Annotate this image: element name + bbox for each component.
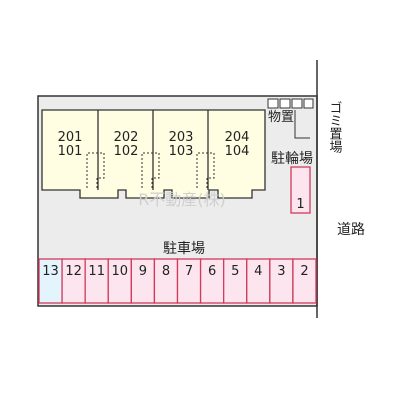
garbage-enclosure <box>294 110 310 139</box>
unit-upper-number: 203 <box>169 130 194 145</box>
unit-upper-number: 201 <box>58 130 83 145</box>
unit-upper-number: 204 <box>225 130 250 145</box>
unit-lower-number: 102 <box>114 144 139 159</box>
unit-lower-number: 101 <box>58 144 83 159</box>
parking-space-11-number: 11 <box>88 264 105 279</box>
unit-upper-number: 202 <box>114 130 139 145</box>
storage-box <box>279 98 291 109</box>
unit-lower-number: 104 <box>225 144 250 159</box>
parking-space-6-number: 6 <box>208 264 216 279</box>
parking-space-4-number: 4 <box>254 264 262 279</box>
stair-outline <box>86 152 105 188</box>
stair-outline <box>196 152 215 188</box>
parking-space-8-number: 8 <box>162 264 170 279</box>
stair-outline <box>141 152 160 188</box>
parking-space-1 <box>290 166 311 214</box>
garbage-label: ゴミ置場 <box>327 101 343 153</box>
parking-space-10-number: 10 <box>112 264 129 279</box>
parking-space-1-number: 1 <box>296 197 304 212</box>
watermark: R不動産(株) <box>138 190 226 209</box>
parking-space-12-number: 12 <box>65 264 82 279</box>
parking-space-5-number: 5 <box>231 264 239 279</box>
parking-space-3-number: 3 <box>277 264 285 279</box>
storage-label: 物置 <box>268 110 294 125</box>
unit-lower-number: 103 <box>169 144 194 159</box>
parking-space-13-number: 13 <box>42 264 59 279</box>
parking-space-2-number: 2 <box>300 264 308 279</box>
parking-space-9-number: 9 <box>139 264 147 279</box>
garbage-box <box>303 98 314 109</box>
bicycle-parking-label: 駐輪場 <box>271 150 313 167</box>
storage-box <box>291 98 303 109</box>
storage-box <box>267 98 279 109</box>
building <box>41 109 266 199</box>
road-label: 道路 <box>337 222 365 238</box>
parking-label: 駐車場 <box>163 240 205 257</box>
parking-space-7-number: 7 <box>185 264 193 279</box>
storage-garbage-area <box>267 98 314 139</box>
parking-space-2 <box>292 258 317 304</box>
